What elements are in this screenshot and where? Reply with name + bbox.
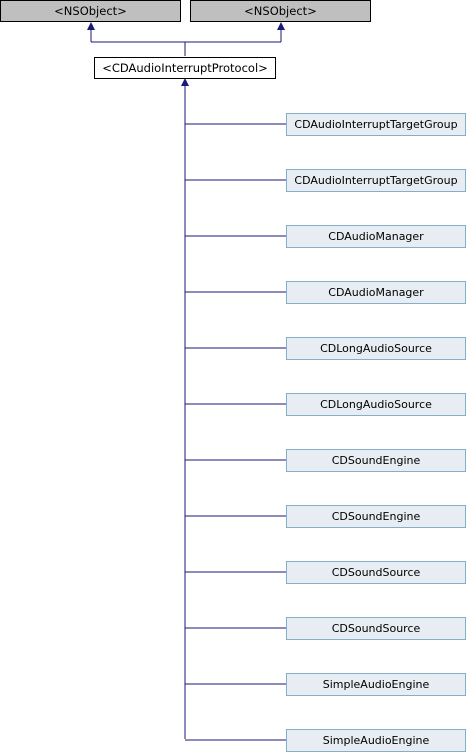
child-node[interactable]: CDSoundEngine [286,449,466,472]
parent-node-label: <NSObject> [54,4,127,18]
child-node[interactable]: SimpleAudioEngine [286,729,466,752]
parent-node-nsobject-left[interactable]: <NSObject> [0,0,181,22]
child-node-label: CDAudioManager [328,230,424,243]
child-branch-lines [185,123,286,741]
child-node-label: SimpleAudioEngine [322,734,430,747]
child-node[interactable]: CDSoundSource [286,617,466,640]
child-node[interactable]: CDAudioInterruptTargetGroup [286,113,466,136]
child-node[interactable]: CDLongAudioSource [286,393,466,416]
child-node[interactable]: CDAudioManager [286,281,466,304]
child-node[interactable]: CDLongAudioSource [286,337,466,360]
child-node-label: CDSoundSource [331,622,421,635]
child-node[interactable]: SimpleAudioEngine [286,673,466,696]
child-node-label: CDSoundEngine [331,454,421,467]
parent-node-label: <NSObject> [244,4,317,18]
child-node[interactable]: CDSoundSource [286,561,466,584]
parent-node-nsobject-right[interactable]: <NSObject> [190,0,371,22]
child-node[interactable]: CDAudioManager [286,225,466,248]
protocol-node-label: <CDAudioInterruptProtocol> [102,61,268,75]
child-node-label: CDAudioInterruptTargetGroup [294,174,458,187]
child-node-label: CDSoundEngine [331,510,421,523]
child-node-label: CDAudioManager [328,286,424,299]
child-node-label: CDAudioInterruptTargetGroup [294,118,458,131]
child-node-label: CDSoundSource [331,566,421,579]
child-node-label: CDLongAudioSource [320,398,432,411]
child-node[interactable]: CDAudioInterruptTargetGroup [286,169,466,192]
child-node-label: SimpleAudioEngine [322,678,430,691]
child-node-label: CDLongAudioSource [320,342,432,355]
child-node[interactable]: CDSoundEngine [286,505,466,528]
protocol-node[interactable]: <CDAudioInterruptProtocol> [94,57,276,79]
